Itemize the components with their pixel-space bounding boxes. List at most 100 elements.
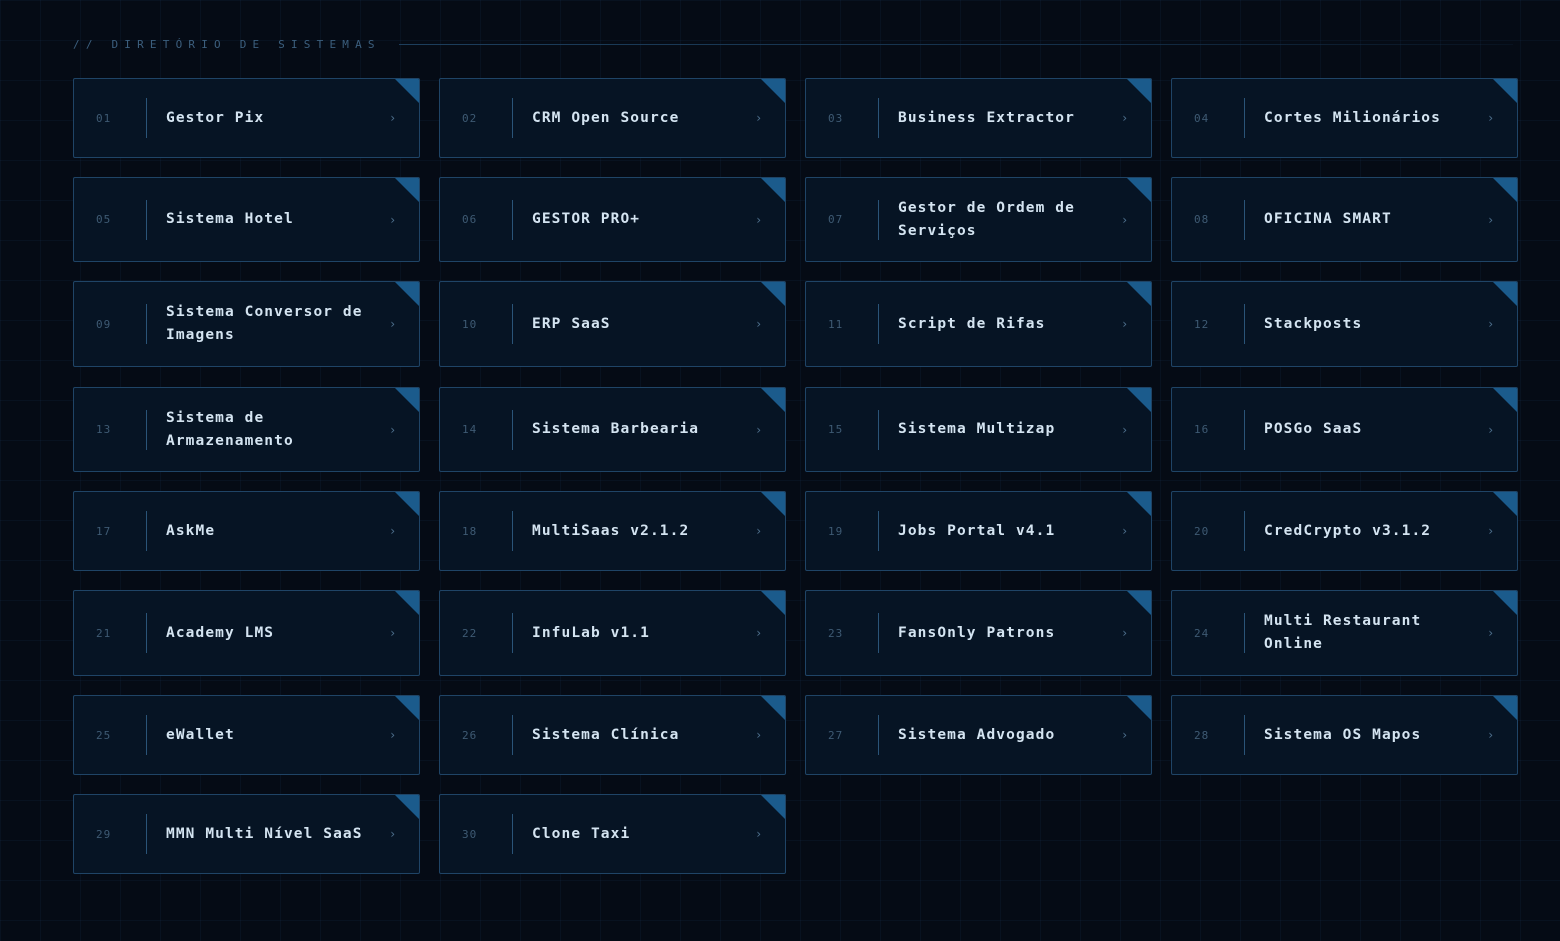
card-divider [512,715,513,755]
system-number: 08 [1194,213,1210,226]
system-number: 30 [462,827,478,841]
chevron-right-icon: › [1487,728,1495,742]
chevron-right-icon: › [1121,422,1129,437]
chevron-right-icon: › [1121,317,1129,331]
system-number: 15 [828,423,844,436]
card-divider [146,304,147,344]
system-name: Multi Restaurant Online [1264,613,1422,652]
system-name: Sistema Clínica [532,726,680,743]
card-divider [512,409,513,450]
system-name: POSGo SaaS [1264,421,1363,437]
system-number: 02 [462,111,478,125]
system-number: 25 [96,728,112,742]
system-name: Academy LMS [166,624,275,641]
chevron-right-icon: › [755,827,763,841]
chevron-right-icon: › [389,524,397,538]
card-divider [512,199,513,240]
system-name: Business Extractor [898,109,1075,126]
system-number: 21 [96,626,112,640]
system-number: 19 [828,524,844,538]
section-title: // DIRETÓRIO DE SISTEMAS [73,37,381,51]
system-name: Script de Rifas [898,315,1046,332]
section-divider [398,43,1513,45]
system-name: Sistema OS Mapos [1264,726,1422,743]
card-divider [146,715,147,755]
chevron-right-icon: › [755,111,763,125]
system-number: 16 [1194,423,1210,436]
system-number: 24 [1194,626,1210,640]
card-divider [878,409,879,450]
chevron-right-icon: › [1121,111,1129,125]
system-number: 20 [1194,524,1210,538]
section-header: // DIRETÓRIO DE SISTEMAS [73,36,1513,52]
card-divider [878,304,879,344]
system-card[interactable]: 11 Script de Rifas › [805,281,1152,367]
system-name: Sistema Conversor de Imagens [166,304,363,343]
card-divider [512,613,513,653]
system-name: Sistema Advogado [898,726,1056,743]
system-card[interactable]: 03 Business Extractor › [805,78,1152,158]
system-card[interactable]: 24 Multi Restaurant Online › [1171,590,1518,676]
system-number: 10 [462,317,478,331]
system-card[interactable]: 20 CredCrypto v3.1.2 › [1171,491,1518,571]
system-name: Gestor Pix [166,109,265,126]
chevron-right-icon: › [755,626,763,640]
card-divider [146,98,147,138]
system-number: 09 [96,317,112,331]
chevron-right-icon: › [1121,212,1129,227]
system-name: Stackposts [1264,315,1363,332]
chevron-right-icon: › [389,111,397,125]
chevron-right-icon: › [755,317,763,331]
chevron-right-icon: › [1487,626,1495,640]
system-card[interactable]: 10 ERP SaaS › [439,281,786,367]
card-divider [146,814,147,854]
system-name: ERP SaaS [532,315,611,332]
system-card[interactable]: 12 Stackposts › [1171,281,1518,367]
chevron-right-icon: › [1487,317,1495,331]
system-name: FansOnly Patrons [898,624,1056,641]
chevron-right-icon: › [389,626,397,640]
system-number: 06 [462,213,478,226]
chevron-right-icon: › [755,524,763,538]
system-number: 11 [828,317,844,331]
card-divider [146,613,147,653]
card-divider [512,98,513,138]
chevron-right-icon: › [1121,728,1129,742]
system-number: 03 [828,111,844,125]
system-name: CredCrypto v3.1.2 [1264,522,1432,539]
system-number: 17 [96,524,112,538]
system-number: 12 [1194,317,1210,331]
chevron-right-icon: › [1487,524,1495,538]
system-card[interactable]: 21 Academy LMS › [73,590,420,676]
card-divider [512,511,513,551]
system-name: Cortes Milionários [1264,109,1441,126]
card-divider [1244,98,1245,138]
chevron-right-icon: › [1487,212,1495,227]
card-divider [878,715,879,755]
chevron-right-icon: › [755,728,763,742]
system-name: Jobs Portal v4.1 [898,522,1056,539]
